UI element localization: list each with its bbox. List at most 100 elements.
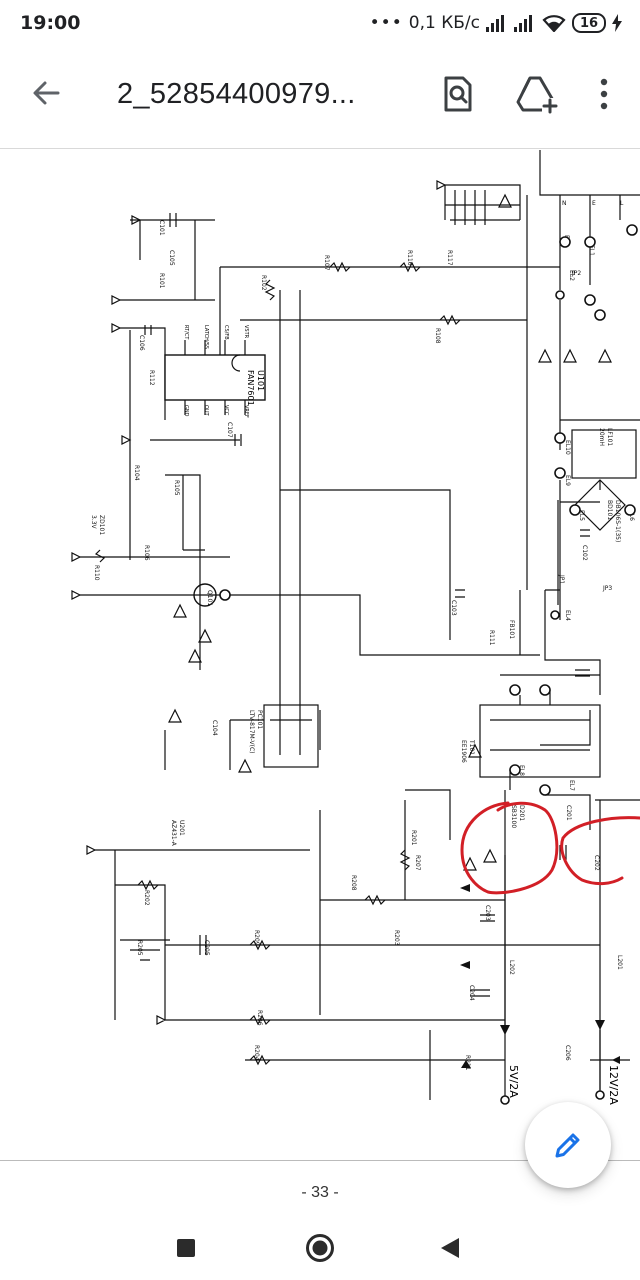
resistor-label: R110 <box>93 565 100 581</box>
capacitor-label: C105 <box>168 250 175 266</box>
d201-label: D201 <box>518 805 525 821</box>
red-annotation-marks <box>460 801 640 895</box>
capacitor-label: C106 <box>138 335 145 351</box>
resistor-label: R203 <box>393 930 400 946</box>
ic-pin-label: RT/CT <box>183 325 189 340</box>
find-in-page-icon <box>444 76 472 112</box>
resistor-label: R106 <box>143 545 150 561</box>
ic-pin-label: OUT <box>203 405 209 417</box>
app-bar: 2_52854400979... <box>0 48 640 144</box>
misc-label: EL9 <box>564 475 571 486</box>
signal-icon-2 <box>514 15 532 32</box>
misc-label: EL2 <box>568 270 575 281</box>
resistor-label: R117 <box>446 250 453 266</box>
system-nav-bar <box>0 1214 640 1280</box>
output-12v-label: 12V/2A <box>607 1065 620 1105</box>
misc-label: L202 <box>508 960 515 975</box>
capacitor-label: C202 <box>593 855 600 871</box>
page-bottom-border <box>0 1160 640 1161</box>
connector-n: N <box>562 200 567 207</box>
misc-label: JP1 <box>558 574 565 584</box>
status-bar: 19:00 ••• 0,1 КБ/с 16 <box>0 0 640 48</box>
misc-label: L201 <box>616 955 623 970</box>
resistor-label: R111 <box>488 630 495 646</box>
resistor-label: R209 <box>253 930 260 946</box>
circle-home-icon <box>306 1234 334 1262</box>
capacitor-label: C205 <box>203 940 210 956</box>
battery-level: 16 <box>579 15 599 31</box>
misc-label: EL10 <box>564 440 571 455</box>
resistor-label: R104 <box>133 465 140 481</box>
resistor-label: R108 <box>434 328 441 344</box>
find-in-page-button[interactable] <box>436 72 480 116</box>
capacitor-label: C206 <box>564 1045 571 1061</box>
edit-pencil-icon <box>555 1133 580 1158</box>
t101-label: T101 <box>468 739 475 755</box>
pc101-label: PC101 <box>256 710 263 729</box>
misc-label: Q101 <box>206 590 213 606</box>
capacitor-label: C203 <box>484 905 491 921</box>
connector-e: E <box>592 200 596 207</box>
misc-label: JP2 <box>571 270 581 277</box>
resistor-label: R107 <box>323 255 330 271</box>
resistor-label: R112 <box>148 370 155 386</box>
misc-label: EL5 <box>578 510 585 521</box>
bd101-part: DB106S-1(35) <box>614 500 621 542</box>
back-button[interactable] <box>22 70 70 118</box>
ic-pin-label: GND <box>183 405 189 417</box>
triangle-back-icon <box>441 1238 459 1258</box>
annotation-circle-left <box>460 801 559 895</box>
home-button[interactable] <box>298 1226 342 1270</box>
u201-part: AZ431-A <box>170 820 177 847</box>
zd101-value: 3.3V <box>90 515 97 530</box>
more-options-button[interactable] <box>582 72 626 116</box>
misc-label: FB101 <box>508 620 515 639</box>
ic-u101: U101 FAN7601 RT/CT LATCH/SS CS/FB VSTR G… <box>164 325 266 418</box>
app-bar-divider <box>0 148 640 149</box>
resistor-label: R101 <box>158 273 165 289</box>
d201-part: SB3100 <box>510 805 517 828</box>
arrow-back-icon <box>33 81 60 105</box>
misc-label: EL1 <box>588 245 595 256</box>
capacitor-label: C107 <box>226 422 233 438</box>
lf101-value: 20mH <box>598 428 605 446</box>
ic-u101-part: FAN7601 <box>246 370 255 406</box>
ic-pin-label: LATCH/SS <box>203 325 209 349</box>
ic-u101-label: U101 <box>256 370 265 391</box>
resistor-label: R201 <box>410 830 417 846</box>
status-indicators: ••• 0,1 КБ/с 16 <box>370 10 622 36</box>
ic-pin-label: CS/FB <box>223 325 229 340</box>
ic-pin-label: VCC <box>223 405 229 416</box>
resistor-label: R207 <box>414 855 421 871</box>
wifi-icon <box>542 15 566 32</box>
resistor-label: R206 <box>256 1010 263 1026</box>
circuit-schematic: U101 FAN7601 RT/CT LATCH/SS CS/FB VSTR G… <box>71 150 640 1105</box>
output-5v-label: 5V/2A <box>507 1065 520 1098</box>
capacitor-label: C204 <box>468 985 475 1001</box>
connector-l: L <box>620 200 624 207</box>
status-dots: ••• <box>369 13 403 33</box>
resistor-label: R208 <box>350 875 357 891</box>
nav-back-button[interactable] <box>428 1226 472 1270</box>
lf101-label: LF101 <box>606 428 613 446</box>
ic-pin-label: VREF <box>243 405 249 418</box>
misc-label: JP3 <box>602 585 612 592</box>
pdf-page-viewer[interactable]: U101 FAN7601 RT/CT LATCH/SS CS/FB VSTR G… <box>0 150 640 1160</box>
edit-fab-button[interactable] <box>525 1102 611 1188</box>
capacitor-label: C101 <box>158 220 165 236</box>
recents-button[interactable] <box>164 1226 208 1270</box>
resistor-label: R204 <box>253 1045 260 1061</box>
add-to-drive-button[interactable] <box>514 72 558 116</box>
zd101-label: ZD101 <box>98 515 105 535</box>
more-vert-icon <box>600 78 608 110</box>
document-title: 2_52854400979... <box>117 78 356 110</box>
charging-icon <box>612 14 622 32</box>
resistor-label: R105 <box>173 480 180 496</box>
resistor-label: R205 <box>136 940 143 956</box>
capacitor-label: C201 <box>565 805 572 821</box>
signal-icon <box>486 15 504 32</box>
battery-icon: 16 <box>572 13 606 33</box>
capacitor-label: C102 <box>581 545 588 561</box>
u201-label: U201 <box>178 820 185 836</box>
misc-label: EL4 <box>564 610 571 621</box>
